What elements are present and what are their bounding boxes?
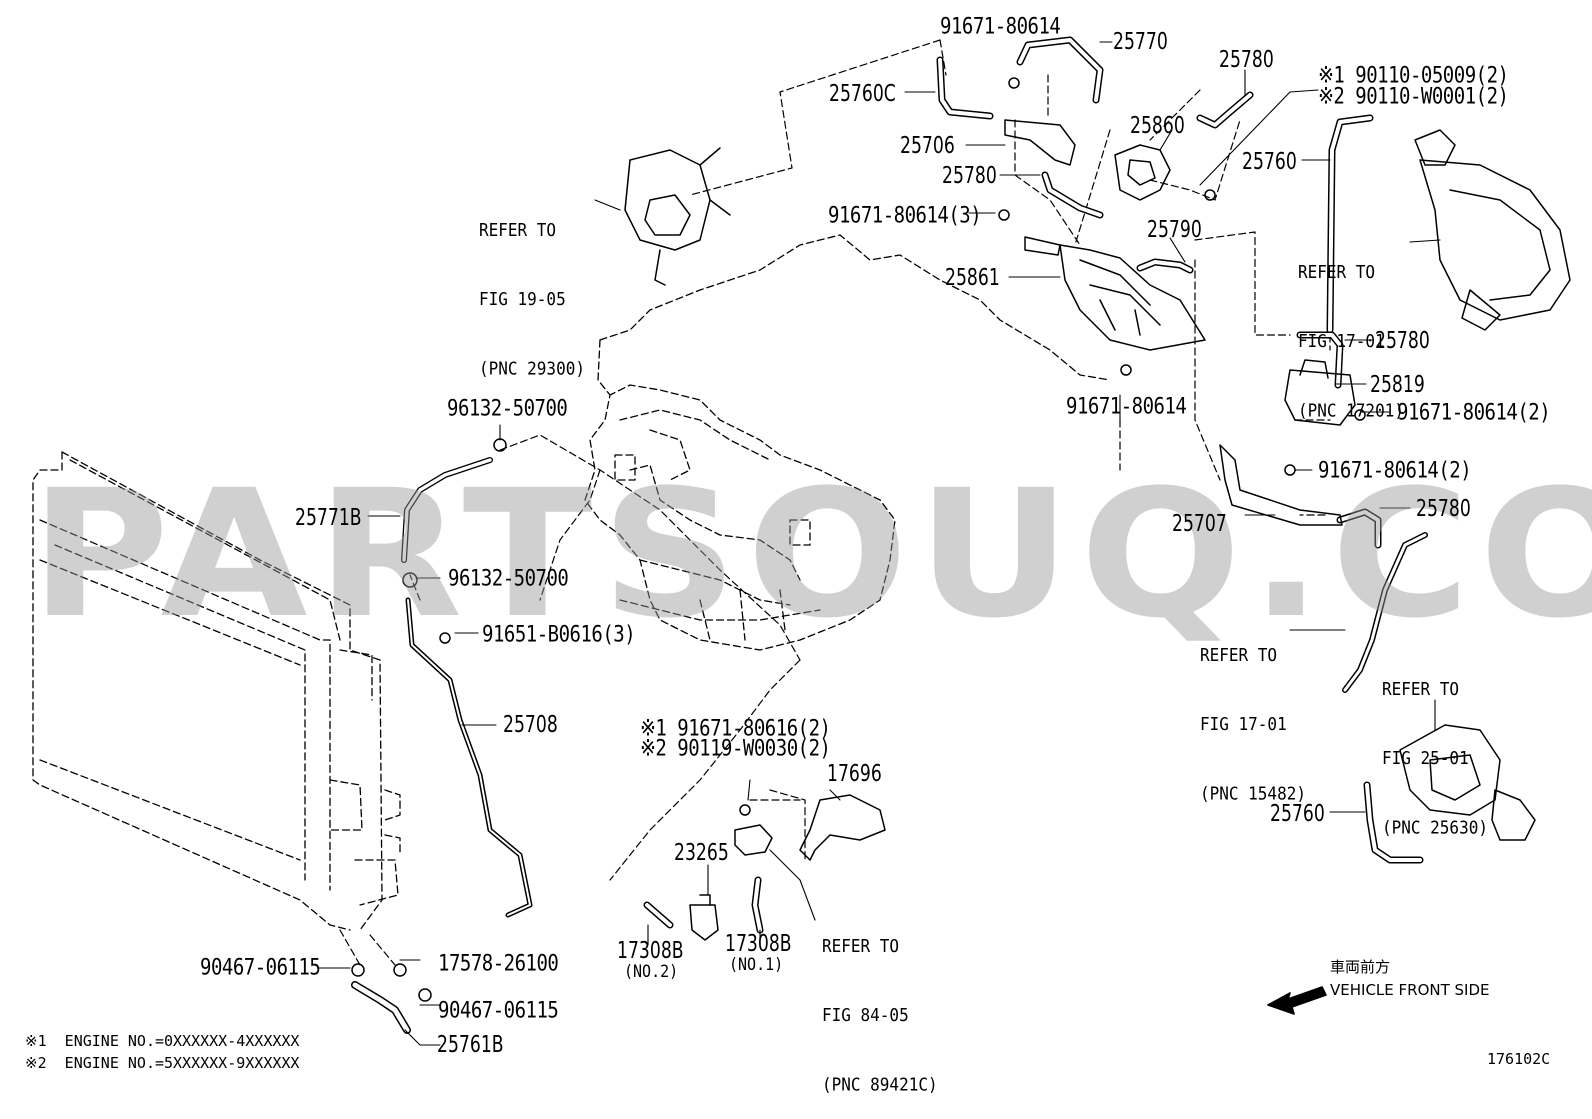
refer-fig-17-01-b[interactable]: REFER TO FIG 17-01 (PNC 15482) bbox=[1200, 597, 1306, 828]
refer-line: FIG 19-05 bbox=[479, 288, 566, 310]
callout-25860: 25860 bbox=[1130, 111, 1185, 139]
callout-17308b-no2: 17308B bbox=[617, 936, 684, 964]
callout-91671-80614-top: 91671-80614 bbox=[940, 13, 1061, 40]
callout-25707: 25707 bbox=[1172, 509, 1227, 537]
callout-25780-right: 25780 bbox=[1375, 326, 1430, 354]
callout-91671-80614-mid: 91671-80614 bbox=[1066, 393, 1187, 420]
refer-line: REFER TO bbox=[1200, 644, 1278, 666]
refer-line: (PNC 17201) bbox=[1298, 399, 1404, 421]
refer-line: REFER TO bbox=[479, 219, 557, 241]
figure-id: 176102C bbox=[1487, 1050, 1551, 1068]
engine-block bbox=[584, 234, 1111, 651]
callout-25760c: 25760C bbox=[829, 79, 896, 107]
callout-96132-50700-top: 96132-50700 bbox=[447, 395, 568, 422]
refer-line: FIG 17-01 bbox=[1298, 330, 1385, 352]
vehicle-front-jp: 車両前方 bbox=[1330, 958, 1391, 976]
callout-17308b-no1: 17308B bbox=[725, 929, 792, 957]
callout-25861: 25861 bbox=[945, 263, 1000, 291]
callout-25780-lower: 25780 bbox=[1416, 494, 1471, 522]
refer-fig-84-05[interactable]: REFER TO FIG 84-05 (PNC 89421C) bbox=[822, 888, 938, 1119]
callout-91671-80616-2: ※1 91671-80616(2) bbox=[640, 715, 831, 742]
refer-line: (PNC 89421C) bbox=[822, 1073, 938, 1095]
vehicle-front-en: VEHICLE FRONT SIDE bbox=[1330, 981, 1490, 999]
engine-note-2: ※2 ENGINE NO.=5XXXXXX-9XXXXXX bbox=[25, 1054, 300, 1072]
callout-25819: 25819 bbox=[1370, 370, 1425, 398]
engine-note-1: ※1 ENGINE NO.=0XXXXXX-4XXXXXX bbox=[25, 1032, 300, 1050]
refer-line: REFER TO bbox=[822, 935, 900, 957]
callout-90119-w0030-2: ※2 90119-W0030(2) bbox=[640, 735, 831, 762]
refer-line: REFER TO bbox=[1382, 678, 1460, 700]
callout-25708: 25708 bbox=[503, 710, 558, 738]
callout-25780-top: 25780 bbox=[1219, 45, 1274, 73]
refer-line: FIG 17-01 bbox=[1200, 713, 1287, 735]
callout-25770: 25770 bbox=[1113, 27, 1168, 55]
callout-25780-mid: 25780 bbox=[942, 161, 997, 189]
front-arrow-icon bbox=[1267, 986, 1327, 1015]
callout-25706: 25706 bbox=[900, 131, 955, 159]
label-no2: (NO.2) bbox=[624, 960, 679, 982]
refer-fig-25-01[interactable]: REFER TO FIG 25-01 (PNC 25630) bbox=[1382, 631, 1488, 862]
callout-90467-06115-b: 90467-06115 bbox=[438, 997, 559, 1024]
callout-25790: 25790 bbox=[1147, 215, 1202, 243]
callout-23265: 23265 bbox=[674, 838, 729, 866]
callout-91671-80614-3: 91671-80614(3) bbox=[828, 202, 982, 229]
refer-line: FIG 25-01 bbox=[1382, 747, 1469, 769]
refer-fig-19-05[interactable]: REFER TO FIG 19-05 (PNC 29300) bbox=[479, 172, 585, 403]
callout-leaders bbox=[317, 41, 1441, 1046]
callout-90110-w0001-2: ※2 90110-W0001(2) bbox=[1318, 83, 1509, 110]
refer-line: REFER TO bbox=[1298, 261, 1376, 283]
refer-line: (PNC 29300) bbox=[479, 357, 585, 379]
callout-91671-80614-2b: 91671-80614(2) bbox=[1318, 457, 1472, 484]
refer-line: FIG 84-05 bbox=[822, 1004, 909, 1026]
components bbox=[351, 77, 1571, 1002]
callout-25760-bot: 25760 bbox=[1270, 799, 1325, 827]
label-no1: (NO.1) bbox=[729, 953, 784, 975]
callout-91671-80614-2a: 91671-80614(2) bbox=[1397, 399, 1551, 426]
callout-96132-50700-bot: 96132-50700 bbox=[448, 565, 569, 592]
refer-line: (PNC 25630) bbox=[1382, 816, 1488, 838]
refer-line: (PNC 15482) bbox=[1200, 782, 1306, 804]
callout-25761b: 25761B bbox=[437, 1030, 504, 1058]
callout-25760-top: 25760 bbox=[1242, 147, 1297, 175]
refer-fig-17-01-a[interactable]: REFER TO FIG 17-01 (PNC 17201) bbox=[1298, 214, 1404, 445]
callout-90467-06115-a: 90467-06115 bbox=[200, 954, 321, 981]
callout-17696: 17696 bbox=[827, 759, 882, 787]
callout-17578-26100: 17578-26100 bbox=[438, 950, 559, 977]
hoses bbox=[351, 36, 1428, 1034]
callout-25771b: 25771B bbox=[295, 503, 362, 531]
callout-90110-05009-2: ※1 90110-05009(2) bbox=[1318, 62, 1509, 89]
radiator bbox=[32, 451, 401, 931]
bolts bbox=[439, 77, 1366, 816]
dashed-leaders bbox=[339, 39, 1331, 966]
callout-91651-b0616-3: 91651-B0616(3) bbox=[482, 621, 636, 648]
